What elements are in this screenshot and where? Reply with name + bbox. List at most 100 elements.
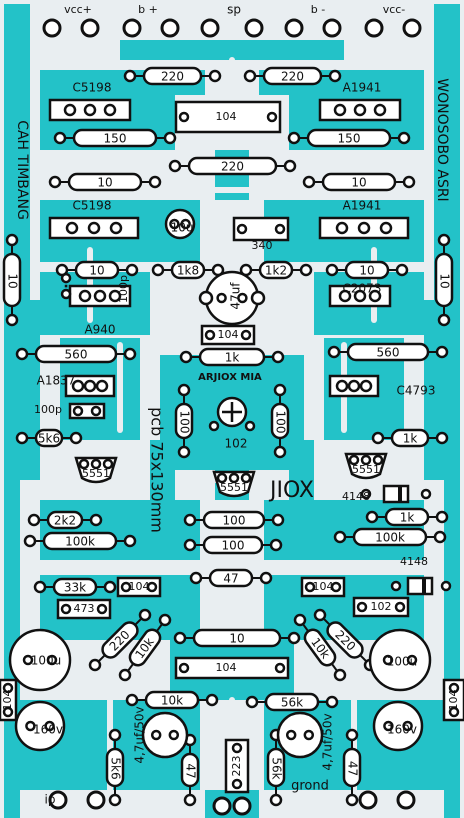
- solder-pad: [435, 510, 449, 524]
- solder-pad: [48, 175, 62, 189]
- solder-pad: [125, 693, 139, 707]
- box-cap-vr340: [232, 216, 290, 242]
- component-label: 10: [97, 176, 112, 190]
- component-label: 10: [89, 264, 104, 278]
- solder-pad: [273, 383, 287, 397]
- solder-pad: [177, 383, 191, 397]
- component-footprints: [0, 66, 464, 807]
- solder-pad: [88, 658, 102, 672]
- solder-pad: [433, 530, 447, 544]
- resistor-r10_side_left: [2, 240, 22, 320]
- solder-pad: [69, 431, 83, 445]
- component-label: 47: [346, 761, 360, 776]
- solder-pad: [333, 668, 347, 682]
- board-size-text: pcb 75x130mm: [148, 407, 167, 533]
- solder-pad: [402, 175, 416, 189]
- resistor-r10_right_mid: [332, 260, 402, 280]
- solder-pad: [71, 379, 85, 393]
- component-label: 100: [223, 514, 246, 528]
- solder-pad: [108, 793, 122, 807]
- component-label: 160v: [33, 723, 63, 737]
- logo-text: JIOX: [268, 478, 314, 503]
- solder-pad: [5, 313, 19, 327]
- solder-pad: [189, 571, 203, 585]
- component-label: 104: [216, 110, 237, 123]
- resistor-r56k_bottom: [266, 735, 286, 800]
- resistor-r2k2: [34, 510, 96, 530]
- solder-pad: [365, 510, 379, 524]
- solder-pad: [183, 793, 197, 807]
- solder-pad: [25, 720, 36, 732]
- solder-pad: [244, 420, 256, 432]
- solder-pad: [163, 131, 177, 145]
- solder-pad: [437, 313, 451, 327]
- solder-pad: [90, 458, 102, 470]
- solder-pad: [148, 175, 162, 189]
- solder-pad: [338, 289, 352, 303]
- component-label: 104: [218, 328, 239, 341]
- solder-pad: [266, 111, 278, 123]
- solder-pad: [287, 631, 301, 645]
- resistor-r1k8: [158, 260, 218, 280]
- component-label: 102: [371, 600, 392, 613]
- solder-pad: [183, 513, 197, 527]
- resistor-r1k_right_low: [372, 507, 442, 527]
- solder-pad: [271, 350, 285, 364]
- solder-pad: [44, 720, 55, 732]
- solder-pad: [299, 263, 313, 277]
- resistor-r10_side_right: [434, 240, 454, 320]
- solder-pad: [325, 695, 339, 709]
- solder-pad: [72, 405, 84, 417]
- diode-4148-bot: [406, 576, 434, 596]
- solder-pad: [216, 472, 228, 484]
- resistor-r1k2: [246, 260, 306, 280]
- component-label: 560: [65, 348, 88, 362]
- solder-pad: [236, 223, 248, 235]
- resistor-r10_right_top: [309, 172, 409, 192]
- solder-pad: [325, 263, 339, 277]
- solder-pad: [103, 580, 117, 594]
- electrolytic-cap-cap160v_right: [372, 700, 424, 752]
- component-label: 340: [252, 239, 273, 252]
- component-label: 4148: [400, 555, 428, 568]
- solder-pad: [285, 729, 297, 741]
- solder-pad: [274, 662, 286, 674]
- resistor-r220_diag_right: [319, 614, 371, 666]
- solder-pad: [168, 159, 182, 173]
- solder-pad: [330, 581, 342, 593]
- solder-pad: [328, 69, 342, 83]
- solder-pad: [243, 69, 257, 83]
- solder-pad: [368, 289, 382, 303]
- resistor-r47_bottom_left: [180, 740, 200, 800]
- component-label: C2073: [343, 282, 382, 296]
- resistor-r56k_low: [252, 692, 332, 712]
- solder-pad: [168, 729, 180, 741]
- resistor-r10k_diag_right: [299, 619, 341, 676]
- solder-pad: [177, 445, 191, 459]
- solder-pad: [60, 603, 72, 615]
- solder-pad: [63, 103, 77, 117]
- electrolytic-cap-cap47uf50v_right: [276, 711, 324, 759]
- component-label: 1k: [400, 511, 415, 525]
- solder-pad: [269, 538, 283, 552]
- component-label: 10: [6, 273, 20, 288]
- component-label: A940: [84, 323, 115, 337]
- electrolytic-cap-cap10u: [164, 208, 196, 240]
- component-label: 1k8: [177, 264, 199, 278]
- solder-pad: [335, 379, 349, 393]
- solder-pad: [287, 131, 301, 145]
- component-label: 100k: [65, 535, 95, 549]
- solder-pad: [103, 103, 117, 117]
- solder-pad: [353, 289, 367, 303]
- solder-pad: [5, 233, 19, 247]
- solder-pad: [151, 263, 165, 277]
- resistor-r33k: [40, 577, 110, 597]
- box-cap-cap102: [352, 596, 410, 618]
- component-label: 100: [222, 539, 245, 553]
- electrolytic-cap-cap47uf50v_left: [141, 711, 189, 759]
- solder-pad: [65, 221, 79, 235]
- component-label: 223: [230, 756, 243, 777]
- box-cap-cap104_low: [174, 656, 290, 680]
- solder-pad: [123, 534, 137, 548]
